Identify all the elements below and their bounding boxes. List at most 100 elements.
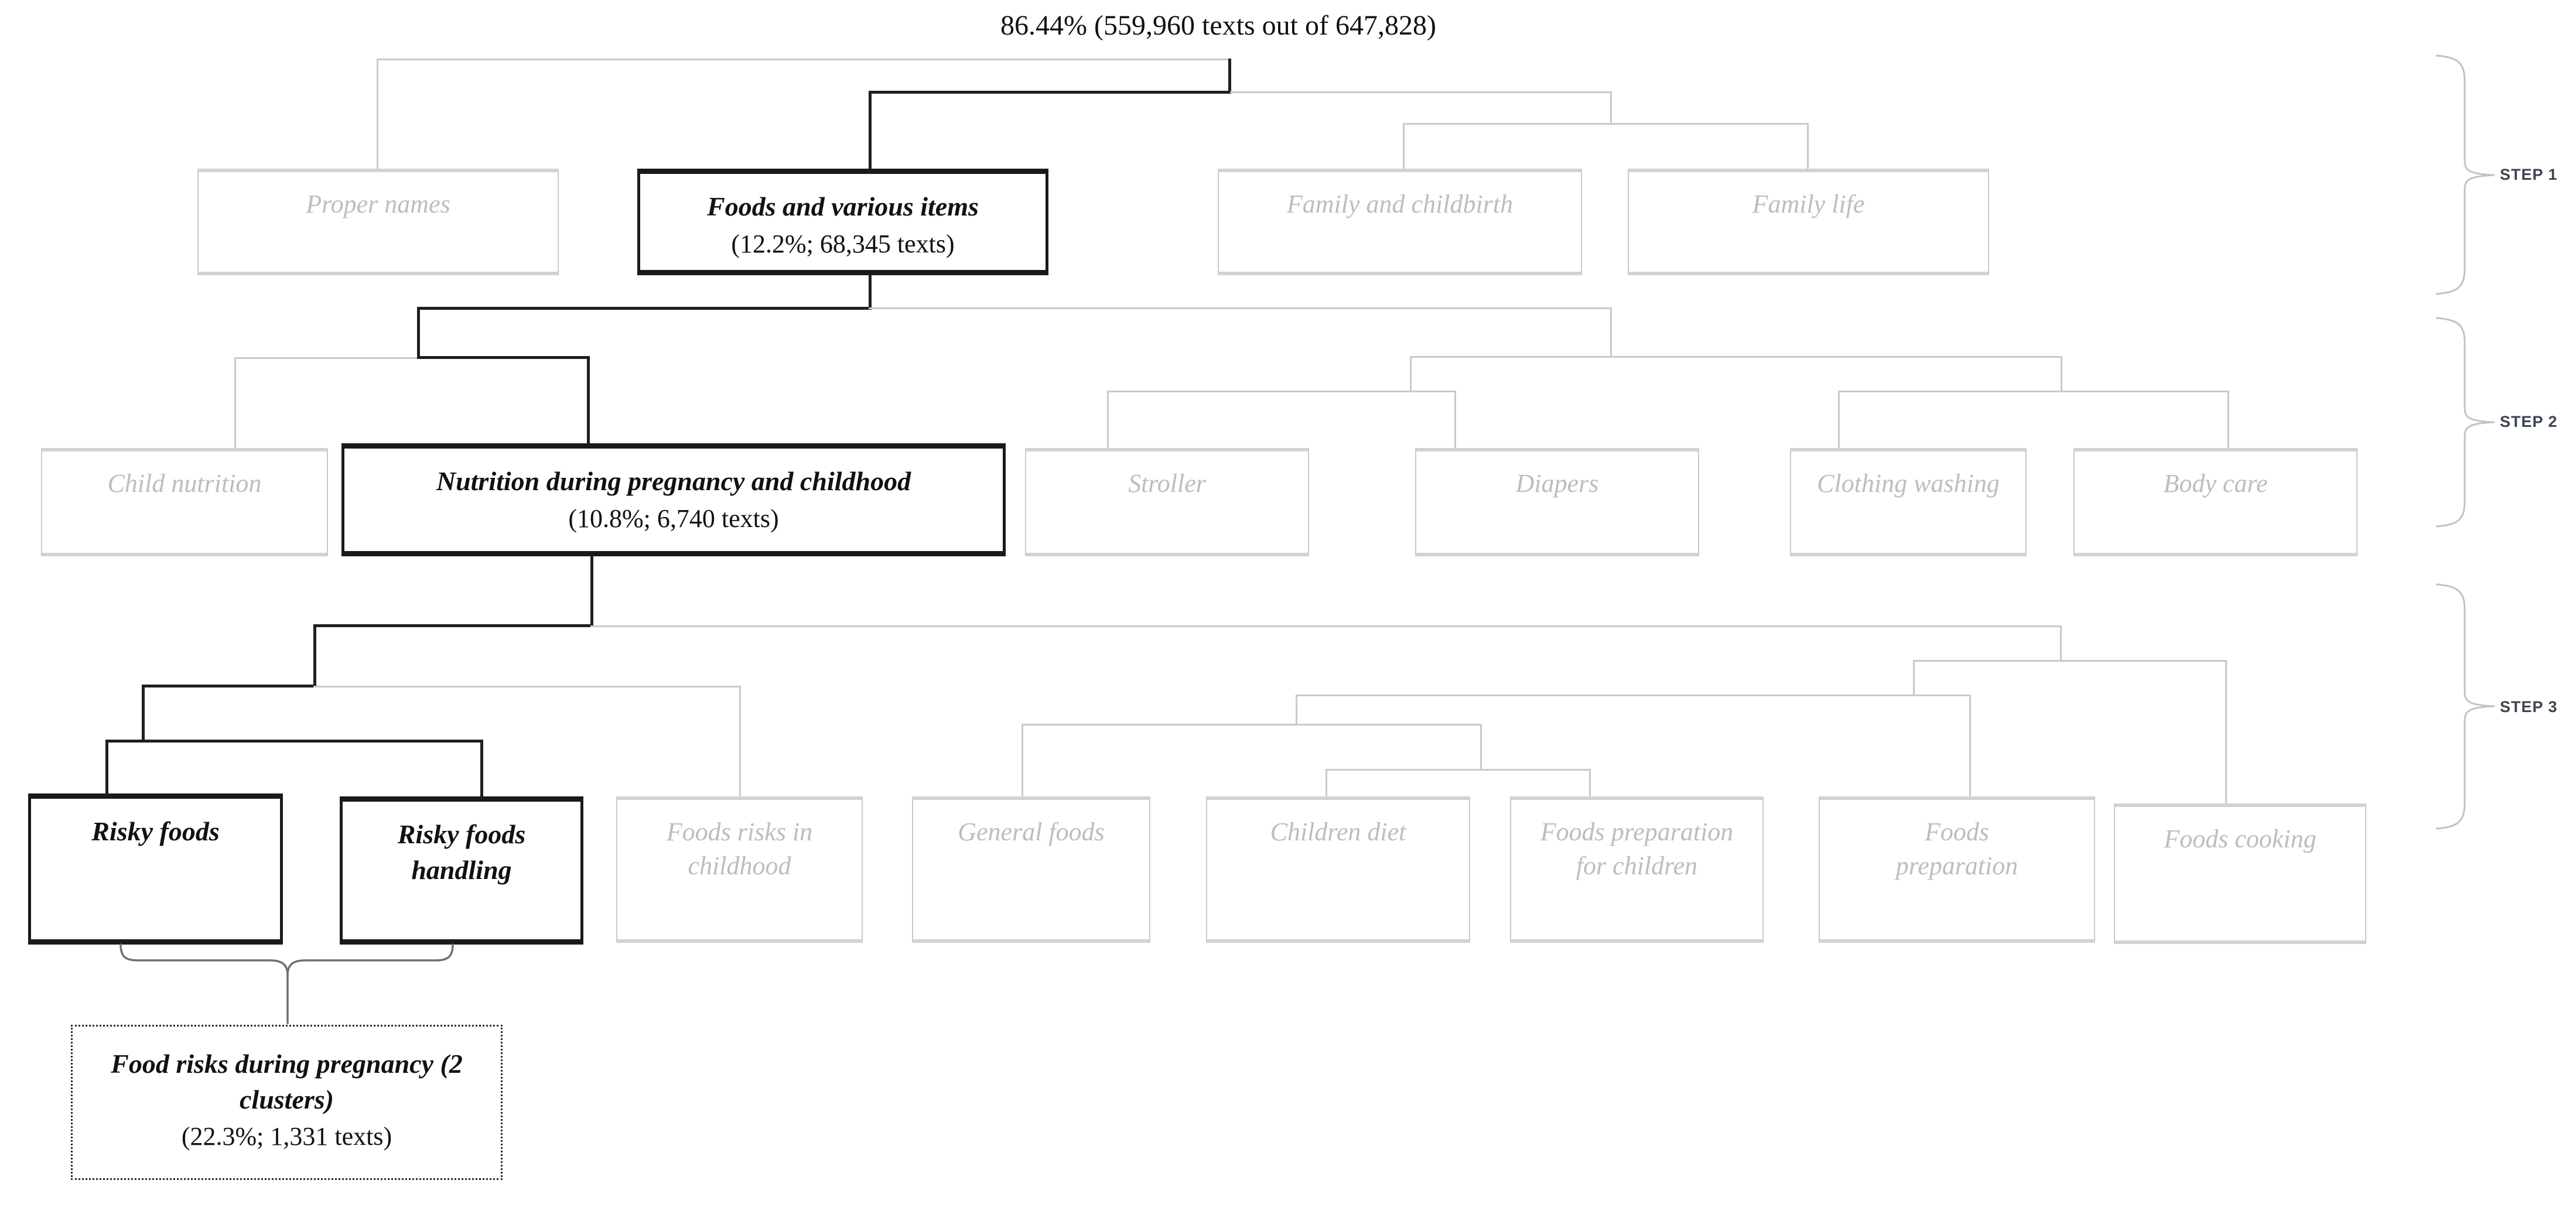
connector-line-active — [417, 356, 590, 359]
node-nutrition-during-pregnancy: Nutrition during pregnancy and childhood… — [341, 443, 1006, 556]
connector-line-active — [105, 740, 483, 743]
node-label: Foods and various items — [707, 191, 979, 221]
connector-line — [2061, 356, 2062, 392]
connector-line-active — [869, 275, 872, 310]
connector-line — [1454, 391, 1456, 449]
node-family-and-childbirth: Family and childbirth — [1218, 169, 1582, 275]
connector-line — [1410, 356, 1412, 392]
node-label: Diapers — [1515, 469, 1599, 498]
connector-line-active — [142, 685, 316, 687]
connector-line-active — [480, 740, 483, 798]
node-clothing-washing: Clothing washing — [1790, 448, 2027, 556]
node-general-foods: General foods — [912, 796, 1150, 943]
connector-line — [2225, 660, 2227, 806]
connector-line-active — [417, 307, 872, 310]
node-foods-risks-in-childhood: Foods risks in childhood — [616, 796, 863, 943]
connector-line — [1969, 695, 1971, 800]
node-label: Risky foods — [91, 816, 220, 846]
node-body-care: Body care — [2073, 448, 2358, 556]
connector-line-active — [869, 91, 1231, 94]
connector-line — [1296, 695, 1971, 696]
connector-line — [1296, 695, 1297, 726]
node-label: Risky foods handling — [397, 819, 526, 885]
connector-line — [1610, 91, 1612, 124]
connector-line — [1838, 391, 1840, 449]
connector-line — [2060, 625, 2062, 662]
grouping-brace-icon — [119, 943, 454, 1024]
node-label: Child nutrition — [107, 469, 262, 498]
node-stroller: Stroller — [1025, 448, 1309, 556]
node-label: Foods cooking — [2164, 825, 2317, 853]
node-label: Foods risks in childhood — [666, 817, 813, 881]
connector-line — [1230, 91, 1610, 93]
connector-line-active — [417, 307, 420, 359]
connector-line — [1107, 391, 1456, 392]
connector-line — [1325, 769, 1591, 771]
root-total-label: 86.44% (559,960 texts out of 647,828) — [1000, 10, 1436, 41]
node-label: Proper names — [306, 190, 450, 218]
connector-line — [1913, 660, 1915, 696]
connector-line-active — [313, 624, 593, 627]
summary-label: Food risks during pregnancy (2 clusters) — [111, 1049, 463, 1114]
connector-line — [1107, 391, 1109, 449]
connector-line — [1589, 769, 1591, 799]
connector-line-active — [142, 685, 145, 743]
node-label: General foods — [958, 817, 1105, 846]
node-foods-preparation-for-children: Foods preparation for children — [1510, 796, 1764, 943]
connector-line — [234, 357, 236, 449]
summary-box-food-risks: Food risks during pregnancy (2 clusters)… — [71, 1025, 503, 1180]
connector-line — [739, 686, 741, 798]
connector-line — [1403, 123, 1809, 125]
node-label: Stroller — [1128, 469, 1206, 498]
node-children-diet: Children diet — [1206, 796, 1470, 943]
node-child-nutrition: Child nutrition — [41, 448, 328, 556]
node-label: Foods preparation for children — [1540, 817, 1734, 881]
step2-label: STEP 2 — [2500, 413, 2558, 430]
connector-line-active — [869, 91, 872, 171]
node-label: Family and childbirth — [1286, 190, 1514, 218]
connector-line — [1838, 391, 2229, 392]
connector-line — [1021, 724, 1482, 726]
step2-brace-icon — [2435, 317, 2495, 528]
step3-brace-icon — [2435, 583, 2495, 830]
node-diapers: Diapers — [1415, 448, 1699, 556]
connector-line — [377, 59, 1231, 60]
connector-line — [1021, 724, 1023, 798]
connector-line — [1325, 769, 1327, 799]
connector-line — [377, 59, 378, 170]
connector-line — [1610, 307, 1612, 358]
node-stats: (12.2%; 68,345 texts) — [731, 229, 955, 258]
connector-line — [2227, 391, 2229, 449]
connector-line-active — [590, 555, 593, 627]
node-stats: (10.8%; 6,740 texts) — [568, 504, 779, 533]
connector-line-active — [105, 740, 108, 796]
step3-label: STEP 3 — [2500, 698, 2558, 716]
connector-line — [1480, 724, 1482, 771]
node-risky-foods-handling: Risky foods handling — [340, 796, 583, 945]
connector-line — [1913, 660, 2227, 662]
step1-brace-icon — [2435, 54, 2495, 295]
node-foods-and-various-items: Foods and various items (12.2%; 68,345 t… — [637, 169, 1048, 275]
node-foods-cooking: Foods cooking — [2114, 803, 2366, 944]
connector-line — [590, 625, 2062, 627]
node-label: Nutrition during pregnancy and childhood — [436, 466, 911, 496]
connector-line — [234, 357, 417, 359]
connector-line-active — [587, 356, 590, 445]
node-risky-foods: Risky foods — [28, 793, 283, 945]
node-label: Family life — [1752, 190, 1865, 218]
node-proper-names: Proper names — [197, 169, 559, 275]
node-label: Foods preparation — [1895, 817, 2018, 881]
node-label: Clothing washing — [1817, 469, 2000, 498]
node-foods-preparation: Foods preparation — [1819, 796, 2095, 943]
node-label: Children diet — [1270, 817, 1406, 846]
connector-line — [1410, 356, 2062, 358]
node-family-life: Family life — [1628, 169, 1989, 275]
connector-line — [313, 686, 741, 687]
connector-line — [1807, 123, 1809, 170]
summary-stats: (22.3%; 1,331 texts) — [181, 1122, 392, 1151]
connector-line-active — [1228, 59, 1231, 93]
connector-line-active — [313, 624, 316, 687]
connector-line — [869, 307, 1610, 309]
step1-label: STEP 1 — [2500, 166, 2558, 183]
